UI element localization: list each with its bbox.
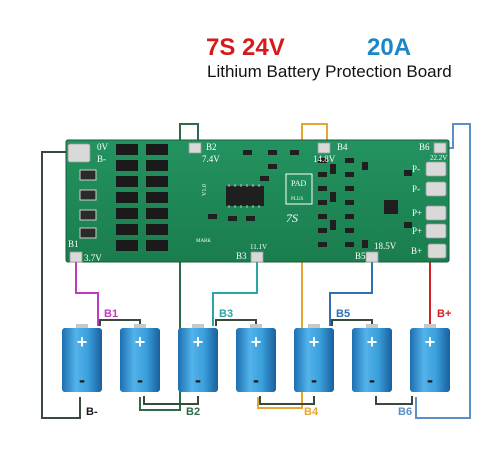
cell-terminal (424, 324, 436, 329)
wire-b1 (75, 262, 99, 326)
pad-p-minus-2 (425, 181, 447, 197)
battery-cell: +- (62, 324, 102, 392)
cell-minus-symbol: - (311, 370, 317, 390)
battery-cell: +- (236, 324, 276, 392)
wire-b3 (212, 262, 258, 326)
protection-ic (226, 186, 264, 206)
label-b3: B3 (236, 251, 247, 261)
label-b1-voltage: 3.7V (84, 253, 102, 263)
battery-cell: +- (294, 324, 334, 392)
mosfet-array (116, 144, 168, 251)
cell-plus-symbol: + (135, 332, 146, 352)
silk-mark: MARK (196, 239, 211, 244)
pad-b2 (188, 142, 202, 154)
cell-body (178, 328, 218, 392)
wire-b5 (329, 262, 373, 326)
label-b6-voltage: 22.2V (430, 154, 447, 162)
battery-cell: +- (352, 324, 392, 392)
label-b4-voltage: 14.8V (313, 154, 336, 164)
cell-links (99, 319, 413, 405)
title-voltage: 7S 24V (206, 34, 285, 61)
wire-label-b3: B3 (219, 308, 233, 320)
label-b6: B6 (419, 142, 430, 152)
wire-b6 (415, 123, 471, 419)
wire-label-b2: B2 (186, 406, 200, 418)
cell-body (120, 328, 160, 392)
cell-terminal (76, 324, 88, 329)
pad-b6 (433, 142, 447, 154)
pad-b4 (317, 142, 331, 154)
pad-p-plus-1 (425, 205, 447, 221)
label-b-plus: B+ (411, 246, 422, 256)
silk-plus: PLUS (291, 197, 303, 202)
wire-label-b1: B1 (104, 308, 118, 320)
label-b1: B1 (68, 239, 79, 249)
pad-b1 (69, 251, 83, 263)
battery-cells: +-+-+-+-+-+-+- (62, 324, 450, 392)
title-current: 20A (367, 34, 412, 61)
label-b-minus: B- (97, 154, 106, 164)
cell-minus-symbol: - (253, 370, 259, 390)
label-p-minus-1: P- (412, 164, 420, 174)
shunt-resistors (79, 169, 97, 239)
wire-b4 (257, 123, 328, 409)
label-b2-voltage: 7.4V (202, 154, 220, 164)
cell-terminal (134, 324, 146, 329)
cell-minus-symbol: - (137, 370, 143, 390)
cell-body (236, 328, 276, 392)
label-0v: 0V (97, 142, 109, 152)
cell-minus-symbol: - (369, 370, 375, 390)
wire-label-b4: B4 (304, 406, 319, 418)
cell-plus-symbol: + (77, 332, 88, 352)
cell-plus-symbol: + (193, 332, 204, 352)
wire-label-b-plus: B+ (437, 308, 451, 320)
pad-box (285, 173, 313, 205)
label-p-plus-1: P+ (412, 208, 422, 218)
pad-b-plus (427, 243, 447, 259)
cell-plus-symbol: + (251, 332, 262, 352)
label-b4: B4 (337, 142, 348, 152)
cell-terminal (192, 324, 204, 329)
pad-b5 (365, 251, 379, 263)
battery-cell: +- (178, 324, 218, 392)
cell-terminal (308, 324, 320, 329)
label-b3-voltage: 11.1V (250, 243, 267, 251)
cell-body (410, 328, 450, 392)
pad-0v (67, 143, 91, 163)
cell-terminal (250, 324, 262, 329)
cell-plus-symbol: + (367, 332, 378, 352)
silk-pad: PAD (291, 179, 306, 188)
cell-body (294, 328, 334, 392)
silk-model: 7S (286, 211, 298, 225)
label-p-plus-2: P+ (412, 226, 422, 236)
wire-label-b6: B6 (398, 406, 412, 418)
cell-plus-symbol: + (309, 332, 320, 352)
cell-body (352, 328, 392, 392)
pad-b3 (250, 251, 264, 263)
label-b5-voltage: 18.5V (374, 241, 397, 251)
label-b5: B5 (355, 251, 366, 261)
wire-label-b5: B5 (336, 308, 350, 320)
wire-label-b-minus: B- (86, 406, 98, 418)
cell-body (62, 328, 102, 392)
cell-minus-symbol: - (79, 370, 85, 390)
cell-minus-symbol: - (195, 370, 201, 390)
wire-b-minus (41, 151, 81, 419)
battery-cell: +- (120, 324, 160, 392)
smd-components (208, 150, 412, 248)
label-b2: B2 (206, 142, 217, 152)
pad-p-minus-1 (425, 161, 447, 177)
battery-cell: +- (410, 324, 450, 392)
pad-p-plus-2 (425, 223, 447, 239)
cell-minus-symbol: - (427, 370, 433, 390)
cell-terminal (366, 324, 378, 329)
silk-rev: V1.0 (202, 184, 208, 196)
subtitle: Lithium Battery Protection Board (207, 62, 452, 81)
label-p-minus-2: P- (412, 184, 420, 194)
cell-plus-symbol: + (425, 332, 436, 352)
